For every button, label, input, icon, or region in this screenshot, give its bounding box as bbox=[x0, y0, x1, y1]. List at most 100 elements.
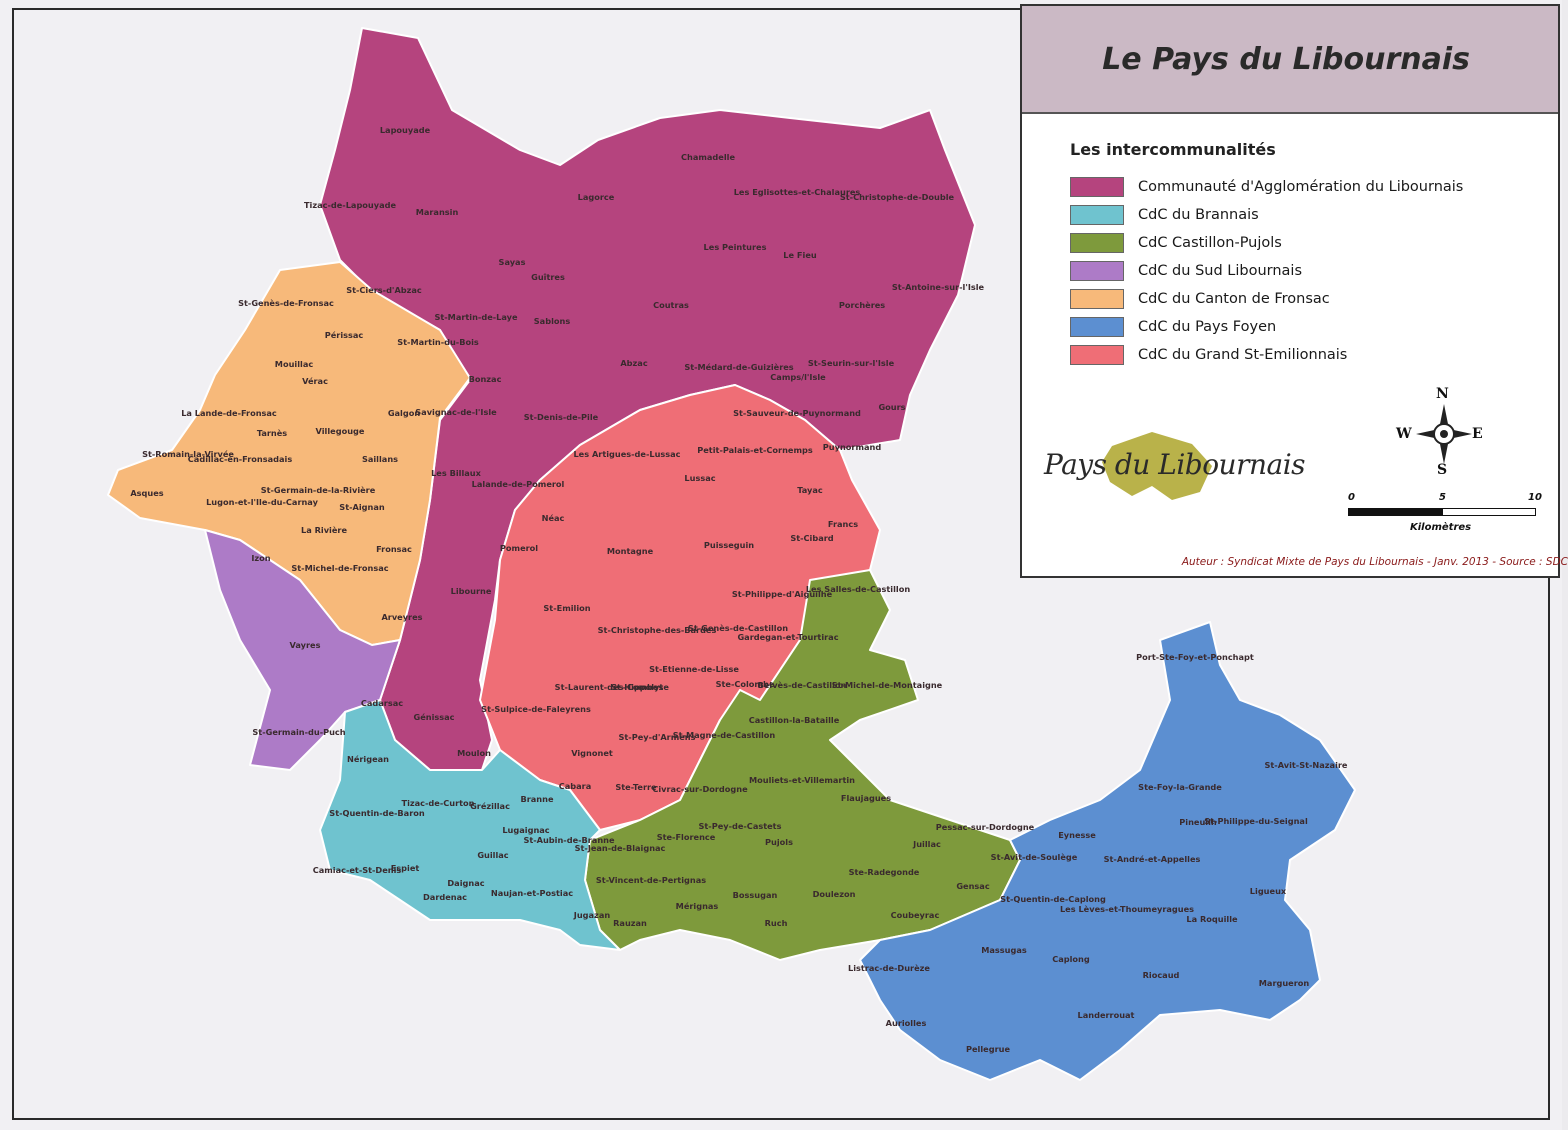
town-label: St-Jean-de-Blaignac bbox=[575, 843, 666, 853]
town-label: Cabara bbox=[559, 781, 591, 791]
town-label: Ruch bbox=[765, 918, 788, 928]
town-label: Lagorce bbox=[578, 192, 615, 202]
town-label: Galgon bbox=[388, 408, 421, 418]
town-label: Moulon bbox=[457, 748, 491, 758]
town-label: St-Laurent-des-Combes bbox=[555, 682, 664, 692]
town-label: Mouillac bbox=[275, 359, 314, 369]
town-label: St-Genès-de-Fronsac bbox=[238, 298, 334, 308]
town-label: Lapouyade bbox=[380, 125, 431, 135]
town-label: Libourne bbox=[451, 586, 492, 596]
region-castillon-pujols[interactable] bbox=[584, 569, 1021, 961]
town-label: Cadarsac bbox=[361, 698, 403, 708]
town-label: Guîtres bbox=[531, 272, 565, 282]
town-label: Coubeyrac bbox=[891, 910, 940, 920]
town-label: Caplong bbox=[1052, 954, 1090, 964]
town-label: Francs bbox=[828, 519, 858, 529]
town-label: Savignac-de-l'Isle bbox=[415, 407, 497, 417]
town-label: Ligueux bbox=[1250, 886, 1287, 896]
town-label: St-Pey-d'Armens bbox=[618, 732, 695, 742]
legend-swatch bbox=[1070, 177, 1124, 197]
town-label: Bossugan bbox=[733, 890, 778, 900]
legend-label: CdC Castillon-Pujols bbox=[1138, 235, 1282, 251]
legend-item: CdC du Canton de Fronsac bbox=[1070, 288, 1330, 310]
town-label: Petit-Palais-et-Cornemps bbox=[697, 445, 813, 455]
town-label: Nérigean bbox=[347, 754, 389, 764]
legend-swatch bbox=[1070, 233, 1124, 253]
legend-label: CdC du Pays Foyen bbox=[1138, 319, 1277, 335]
town-label: St-Magne-de-Castillon bbox=[673, 730, 776, 740]
legend-item: CdC du Sud Libournais bbox=[1070, 260, 1302, 282]
town-label: Dardenac bbox=[423, 892, 467, 902]
town-label: Les Peintures bbox=[704, 242, 767, 252]
town-label: Auriolles bbox=[886, 1018, 927, 1028]
town-label: St-Médard-de-Guizières bbox=[684, 362, 793, 372]
logo-text: Pays du Libournais bbox=[1044, 448, 1306, 481]
town-label: St-Cibard bbox=[790, 533, 833, 543]
town-label: Flaujagues bbox=[841, 793, 891, 803]
town-label: Périssac bbox=[325, 330, 364, 340]
town-label: Sayas bbox=[499, 257, 526, 267]
legend-panel: Le Pays du Libournais Les intercommunali… bbox=[1020, 4, 1568, 578]
town-label: Les Salles-de-Castillon bbox=[806, 584, 911, 594]
town-label: Lugon-et-l'Ile-du-Carnay bbox=[206, 497, 319, 507]
town-label: Grézillac bbox=[470, 801, 510, 811]
legend-item: CdC du Brannais bbox=[1070, 204, 1259, 226]
town-label: Vérac bbox=[302, 376, 328, 386]
town-label: Mérignas bbox=[676, 901, 719, 911]
town-label: Vignonet bbox=[571, 748, 613, 758]
region-pays-foyen[interactable] bbox=[859, 621, 1356, 1081]
town-label: Ste-Florence bbox=[657, 832, 716, 842]
compass-north: N bbox=[1436, 386, 1449, 402]
town-label: Port-Ste-Foy-et-Ponchapt bbox=[1136, 652, 1254, 662]
legend-item: CdC Castillon-Pujols bbox=[1070, 232, 1282, 254]
town-label: St-Philippe-d'Aiguilhe bbox=[732, 589, 833, 599]
town-label: Lalande-de-Pomerol bbox=[472, 479, 565, 489]
town-label: St-Germain-de-la-Rivière bbox=[261, 485, 376, 495]
town-label: Puynormand bbox=[823, 442, 882, 452]
legend-swatch bbox=[1070, 205, 1124, 225]
legend-subtitle: Les intercommunalités bbox=[1070, 140, 1276, 159]
town-label: Doulezon bbox=[813, 889, 856, 899]
town-label: St-Emilion bbox=[543, 603, 590, 613]
scale-bar-fill bbox=[1349, 509, 1443, 515]
town-label: Fronsac bbox=[376, 544, 412, 554]
town-label: Daignac bbox=[447, 878, 484, 888]
town-label: St-Ciers-d'Abzac bbox=[346, 285, 422, 295]
town-label: Massugas bbox=[981, 945, 1027, 955]
legend-item: CdC du Grand St-Emilionnais bbox=[1070, 344, 1347, 366]
town-label: Pineuilh bbox=[1179, 817, 1217, 827]
town-label: Izon bbox=[251, 553, 270, 563]
town-label: Pujols bbox=[765, 837, 793, 847]
town-label: Camiac-et-St-Denis bbox=[313, 865, 402, 875]
credit-text: Auteur : Syndicat Mixte de Pays du Libou… bbox=[1181, 556, 1568, 568]
town-label: St-Vincent-de-Pertignas bbox=[596, 875, 706, 885]
town-label: Tayac bbox=[797, 485, 823, 495]
legend-title: Le Pays du Libournais bbox=[1102, 41, 1470, 77]
legend-swatch bbox=[1070, 261, 1124, 281]
region-brannais[interactable] bbox=[319, 699, 621, 951]
town-label: St-Aubin-de-Branne bbox=[523, 835, 615, 845]
town-label: Puisseguin bbox=[704, 540, 754, 550]
town-label: Coutras bbox=[653, 300, 689, 310]
town-label: Pellegrue bbox=[966, 1044, 1010, 1054]
town-label: Eynesse bbox=[1058, 830, 1096, 840]
town-label: Les Artigues-de-Lussac bbox=[573, 449, 680, 459]
town-label: La Lande-de-Fronsac bbox=[181, 408, 277, 418]
town-label: Pomerol bbox=[500, 543, 538, 553]
town-label: Naujan-et-Postiac bbox=[491, 888, 573, 898]
town-label: Génissac bbox=[413, 712, 454, 722]
town-label: Margueron bbox=[1259, 978, 1310, 988]
legend-label: Communauté d'Agglomération du Libournais bbox=[1138, 179, 1464, 195]
town-label: Les Billaux bbox=[431, 468, 482, 478]
scale-label: 5 bbox=[1439, 492, 1446, 503]
town-label: Lussac bbox=[684, 473, 715, 483]
town-label: Néac bbox=[542, 513, 565, 523]
legend-label: CdC du Brannais bbox=[1138, 207, 1259, 223]
legend-swatch bbox=[1070, 289, 1124, 309]
legend-swatch bbox=[1070, 345, 1124, 365]
town-label: La Roquille bbox=[1186, 914, 1238, 924]
compass-west: W bbox=[1396, 426, 1412, 442]
town-label: Cadillac-en-Fronsadais bbox=[188, 454, 293, 464]
scale-label: 0 bbox=[1348, 492, 1355, 503]
